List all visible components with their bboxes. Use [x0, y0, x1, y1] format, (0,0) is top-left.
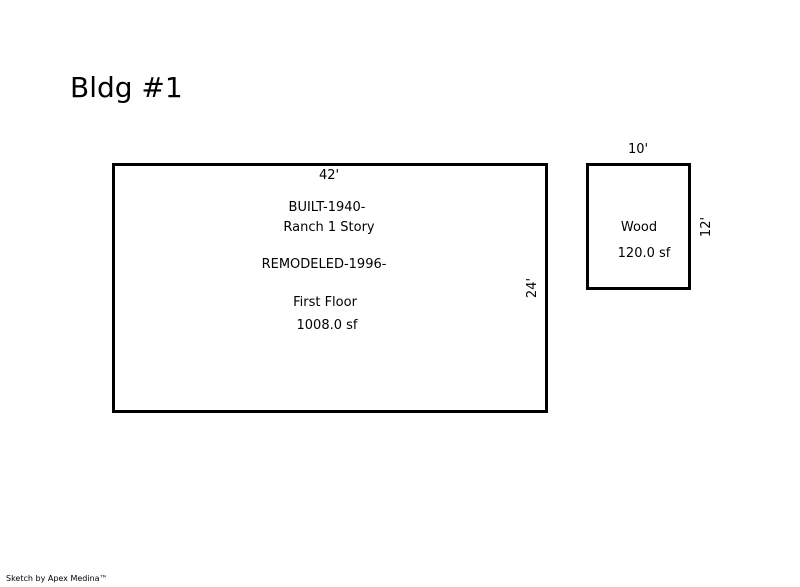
main-room-width-label: 42'	[318, 168, 340, 183]
wood-deck-area-label: 120.0 sf	[617, 246, 671, 261]
main-room-outline	[112, 163, 548, 413]
main-room-built-label: BUILT-1940-	[288, 200, 366, 215]
wood-deck-material-label: Wood	[620, 220, 658, 235]
sketch-credit: Sketch by Apex Medina™	[6, 574, 108, 583]
main-room-depth-label: 24'	[525, 277, 540, 299]
wood-deck-depth-label: 12'	[699, 216, 714, 238]
main-room-floor-label: First Floor	[293, 295, 357, 310]
wood-deck-width-label: 10'	[627, 142, 649, 157]
main-room-area-label: 1008.0 sf	[296, 318, 358, 333]
main-room-style-label: Ranch 1 Story	[283, 220, 375, 235]
main-room-remodeled-label: REMODELED-1996-	[261, 257, 387, 272]
building-title: Bldg #1	[70, 71, 183, 104]
wood-deck-outline	[586, 163, 691, 290]
